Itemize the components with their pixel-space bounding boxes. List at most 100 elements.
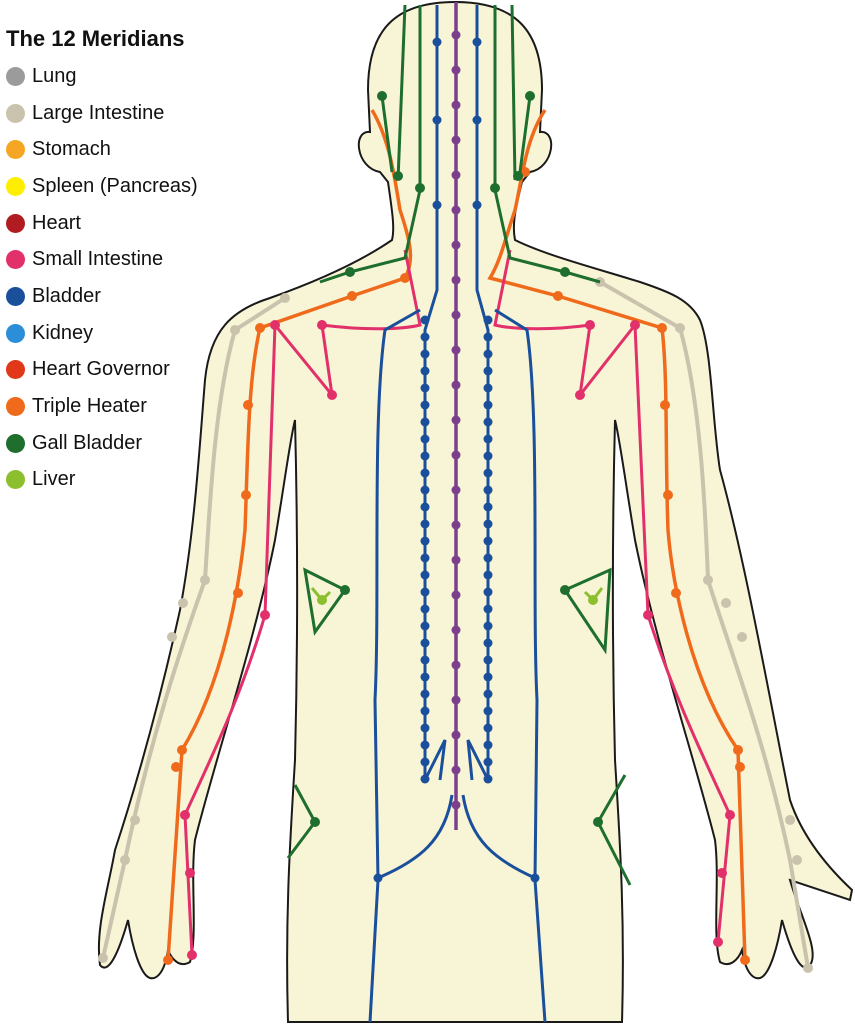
legend-swatch [6,66,25,86]
bladder-point [420,655,430,665]
legend-swatch [6,360,25,380]
governing-vessel-point [451,170,461,180]
governing-vessel-point [451,310,461,320]
gall-bladder-line-right [493,4,601,284]
bladder-point [420,383,430,393]
governing-vessel-point [451,590,461,600]
legend-swatch [6,397,25,417]
bladder-outer-left [368,308,454,1023]
bladder-point [420,502,430,512]
bladder-point [483,451,493,461]
legend-label: Kidney [32,321,94,344]
legend-swatch [6,176,25,196]
governing-vessel-point [451,415,461,425]
triple-heater-line-left [166,109,413,961]
legend-title: The 12 Meridians [6,26,185,51]
bladder-point [483,349,493,359]
legend-label: Heart Governor [32,358,170,381]
governing-vessel-point [451,765,461,775]
bladder-point [420,349,430,359]
bladder-point [483,553,493,563]
legend-swatch [6,250,25,270]
bladder-point [420,417,430,427]
legend-swatch [6,470,25,490]
bladder-point [483,774,493,784]
bladder-point [483,536,493,546]
bladder-point [420,366,430,376]
legend-item: Triple Heater [6,388,198,425]
bladder-point [483,383,493,393]
bladder-point [483,315,493,325]
governing-vessel-point [451,30,461,40]
bladder-point [420,400,430,410]
legend-swatch [6,213,25,233]
legend-label: Triple Heater [32,395,147,418]
triple-heater-points [163,167,750,965]
governing-vessel-point [451,205,461,215]
legend-label: Gall Bladder [32,431,143,454]
bladder-point [483,400,493,410]
bladder-point [483,485,493,495]
bladder-point [483,740,493,750]
legend-swatch [6,103,25,123]
bladder-point [420,434,430,444]
bladder-point [483,502,493,512]
bladder-point [483,570,493,580]
bladder-point [420,315,430,325]
bladder-point [483,366,493,376]
bladder-point [420,774,430,784]
bladder-point [483,638,493,648]
bladder-point [483,655,493,665]
bladder-point [420,485,430,495]
legend-label: Small Intestine [32,248,164,271]
bladder-point [483,332,493,342]
legend-swatch [6,140,25,160]
small-intestine-points [180,320,735,960]
legend-item: Small Intestine [6,241,198,278]
bladder-outer-right [461,308,547,1023]
governing-vessel-point [451,380,461,390]
bladder-point [420,638,430,648]
bladder-point [420,621,430,631]
bladder-point [420,757,430,767]
bladder-point [483,621,493,631]
legend-label: Spleen (Pancreas) [32,174,198,197]
legend-swatch [6,323,25,343]
governing-vessel-point [451,345,461,355]
bladder-point [420,689,430,699]
legend-item: Stomach [6,131,198,168]
bladder-point [420,519,430,529]
bladder-point [420,332,430,342]
legend-item: Gall Bladder [6,425,198,462]
governing-vessel-point [451,730,461,740]
bladder-point [483,672,493,682]
bladder-point [420,451,430,461]
bladder-point [420,740,430,750]
triple-heater-line-right [487,109,747,961]
bladder-point [420,570,430,580]
bladder-point [483,587,493,597]
legend-swatch [6,433,25,453]
bladder-point [432,115,442,125]
bladder-point [483,468,493,478]
governing-vessel-point [451,520,461,530]
bladder-point [420,706,430,716]
bladder-point [472,115,482,125]
bladder-point [472,37,482,47]
legend-item: Liver [6,462,198,499]
bladder-point [483,604,493,614]
legend-item: Bladder [6,278,198,315]
governing-vessel-point [451,100,461,110]
bladder-point [373,873,383,883]
liver-points [317,595,598,605]
body-silhouette [97,0,854,1023]
governing-vessel-point [451,135,461,145]
governing-vessel-point [451,275,461,285]
governing-vessel-point [451,450,461,460]
governing-vessel-point [451,625,461,635]
legend-label: Liver [32,468,76,491]
legend-swatch [6,286,25,306]
bladder-point [483,434,493,444]
